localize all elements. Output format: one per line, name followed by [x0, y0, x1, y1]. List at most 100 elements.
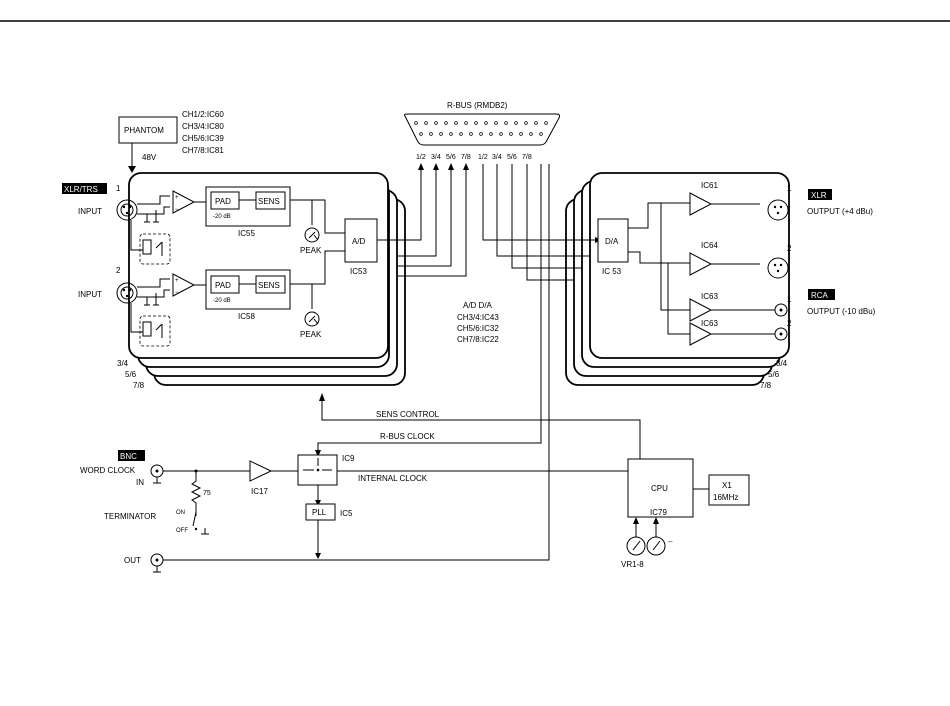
phantom-ic-4: CH7/8:IC81 — [182, 146, 224, 155]
input-1-grounds — [144, 210, 159, 223]
cpu-label: CPU — [651, 484, 668, 493]
rca-out-2-icon — [774, 327, 788, 341]
crystal-freq-label: 16MHz — [713, 493, 738, 502]
input-2-sens — [255, 275, 286, 294]
input-1-wires — [137, 195, 170, 215]
input-1-sens-label: SENS — [258, 197, 280, 206]
output-card-label-7-8: 7/8 — [760, 381, 772, 390]
output-card-stack — [565, 172, 790, 386]
input-2-to-ad — [290, 250, 345, 285]
xlr-out-2-number: 2 — [787, 244, 792, 253]
xlr-out-1-number: 1 — [787, 184, 792, 193]
phantom-ic-2: CH3/4:IC80 — [182, 122, 224, 131]
input-2-ic58-label: IC58 — [238, 312, 255, 321]
input-1-amp-plus: + — [175, 195, 179, 201]
ad-da-ic-3: CH7/8:IC22 — [457, 335, 499, 344]
input-1-pad-db: -20 dB — [213, 214, 231, 220]
input-2-pad-label: PAD — [215, 281, 231, 290]
ic63b-label: IC63 — [701, 319, 718, 328]
input-2-peak-led-icon — [304, 311, 320, 327]
xlr-trs-badge — [62, 183, 107, 194]
da-bus-lines — [482, 164, 601, 281]
input-1-pad-label: PAD — [215, 197, 231, 206]
phantom-ic-1: CH1/2:IC60 — [182, 110, 224, 119]
bnc-out-ground — [153, 566, 161, 573]
bnc-in-ground — [153, 477, 161, 484]
ic64-amp-icon — [689, 252, 713, 276]
ic9-inner — [303, 458, 332, 471]
vr1-arrow-icon — [633, 517, 639, 524]
input-2-peak-led-mark — [308, 315, 319, 325]
ad-da-ic-2: CH5/6:IC32 — [457, 324, 499, 333]
word-clock-label: WORD CLOCK — [80, 466, 136, 475]
pll-label: PLL — [312, 508, 327, 517]
ic63a-label: IC63 — [701, 292, 718, 301]
input-2-amp-minus: − — [175, 290, 179, 296]
phantom-arrow-icon — [128, 166, 136, 173]
pll-out-arrow-icon — [315, 553, 321, 559]
ic9-center — [316, 468, 320, 472]
xlr-out-badge — [808, 189, 832, 200]
input-2-amp-icon — [172, 273, 196, 297]
input-card-label-3-4: 3/4 — [117, 359, 129, 368]
bnc-badge — [118, 450, 145, 461]
internal-clock-label: INTERNAL CLOCK — [358, 474, 428, 483]
crystal-x1-label: X1 — [722, 481, 732, 490]
terminator-switch-contact — [194, 527, 198, 531]
rbus-clock-arrow-icon — [315, 450, 321, 457]
ad-label: A/D — [352, 237, 366, 246]
da-ic53-label: IC 53 — [602, 267, 622, 276]
input-1-ic55-label: IC55 — [238, 229, 255, 238]
terminator-label: TERMINATOR — [104, 512, 156, 521]
phantom-label: PHANTOM — [124, 126, 164, 135]
input-1-amp-icon — [172, 190, 196, 214]
rca-label: RCA — [811, 291, 829, 300]
rbus-pins — [414, 121, 548, 136]
input-1-label: INPUT — [78, 207, 102, 216]
da-converter — [597, 218, 629, 263]
rca-out-2-number: 2 — [787, 319, 792, 328]
input-2-relay-coil — [142, 321, 152, 337]
input-card-label-7-8: 7/8 — [133, 381, 145, 390]
ic63a-amp-icon — [689, 298, 713, 322]
xlr-out-2-icon — [767, 257, 789, 279]
terminator-resistor-icon — [190, 471, 202, 512]
output-card-label-3-4: 3/4 — [776, 359, 788, 368]
word-clock-in-label: IN — [136, 478, 144, 487]
input-1-number: 1 — [116, 184, 121, 193]
rbus-title: R-BUS (RMDB2) — [447, 101, 508, 110]
bus-da-1-2: 1/2 — [478, 154, 488, 161]
terminator-switch-icon[interactable] — [192, 511, 209, 535]
input-2-relay-dashed — [139, 315, 171, 347]
bus-ad-1-2: 1/2 — [416, 154, 426, 161]
input-card-label-5-6: 5/6 — [125, 370, 137, 379]
terminator-on-label: ON — [176, 510, 185, 516]
ad-bus-lines — [377, 163, 469, 277]
xlr-combo-jack-2-icon — [116, 282, 138, 304]
phantom-ic-3: CH5/6:IC39 — [182, 134, 224, 143]
xlr-out-1-icon — [767, 199, 789, 221]
output-card-label-5-6: 5/6 — [768, 370, 780, 379]
input-1-peak-led-icon — [304, 227, 320, 243]
vr-knob-8-icon[interactable] — [646, 536, 666, 556]
ic17-label: IC17 — [251, 487, 268, 496]
input-1-amp-minus: − — [175, 207, 179, 213]
input-2-label: INPUT — [78, 290, 102, 299]
rbus-connector-icon — [403, 113, 561, 146]
ic17-buffer-icon — [249, 460, 273, 482]
input-1-sens — [255, 191, 286, 210]
vr-knob-1-icon[interactable] — [626, 536, 646, 556]
input-1-peak-label: PEAK — [300, 246, 322, 255]
input-2-grounds — [144, 293, 159, 306]
ad-da-ic-1: CH3/4:IC43 — [457, 313, 499, 322]
vr-continuation: -- — [668, 539, 673, 546]
sens-control-label: SENS CONTROL — [376, 410, 440, 419]
rca-out-1-number: 1 — [787, 295, 792, 304]
vr-label: VR1-8 — [621, 560, 644, 569]
bus-ad-5-6: 5/6 — [446, 154, 456, 161]
ic61-label: IC61 — [701, 181, 718, 190]
input-2-peak-label: PEAK — [300, 330, 322, 339]
word-clock-out-line — [163, 164, 550, 561]
rca-badge — [808, 289, 835, 300]
